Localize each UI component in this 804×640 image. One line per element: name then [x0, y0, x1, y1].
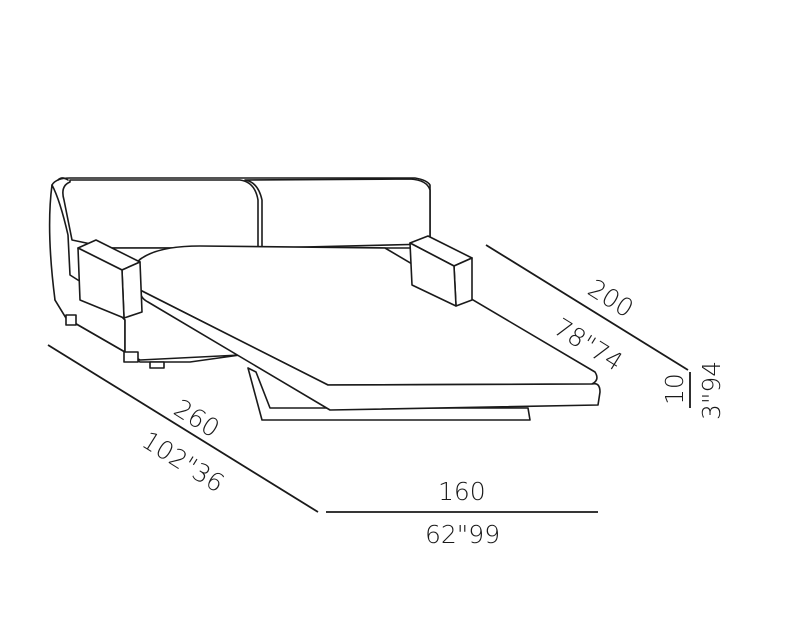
- length-inch-label: 102"36: [137, 425, 230, 498]
- sofa-foot-left: [65, 314, 77, 326]
- height-cm-label: 10: [660, 373, 689, 405]
- width-cm-label: 160: [438, 477, 486, 506]
- height-inch-label: 3"94: [697, 361, 726, 420]
- sofa-bed-illustration: [48, 177, 601, 421]
- armrest-left-side: [77, 247, 125, 319]
- back-top-edge: [57, 177, 69, 181]
- sofa-foot-front: [123, 351, 139, 363]
- armrest-left-front: [121, 261, 143, 319]
- length-cm-label: 260: [169, 393, 225, 443]
- depth-dimension-line: [485, 244, 689, 371]
- armrest-right-front: [453, 257, 473, 307]
- depth-cm-label: 200: [583, 273, 639, 323]
- width-inch-label: 62"99: [425, 520, 500, 549]
- back-cushion-left: [62, 179, 259, 249]
- armrest-right-side: [409, 242, 457, 307]
- dimension-lines: [47, 244, 691, 513]
- length-dimension-line: [47, 344, 319, 513]
- sofa-foot-middle: [149, 361, 165, 369]
- back-cushion-right: [244, 178, 431, 249]
- mattress-top: [134, 245, 598, 386]
